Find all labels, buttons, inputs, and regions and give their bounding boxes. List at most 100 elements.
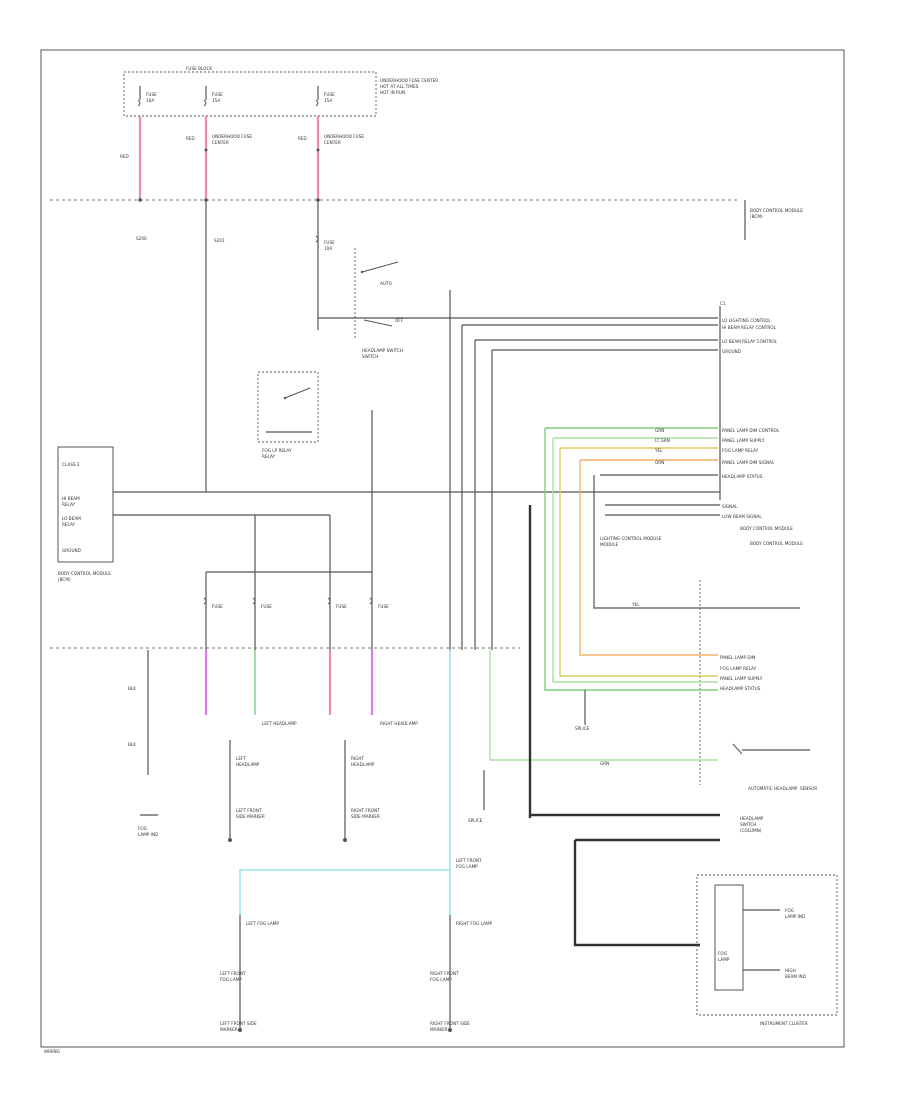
left-headlamp-label: LEFT HEADLAMP xyxy=(262,721,297,726)
svg-text:HOT IN RUN: HOT IN RUN xyxy=(380,90,405,95)
svg-text:LAMP IND: LAMP IND xyxy=(138,832,158,837)
headlamp-switch-label: HEADLAMP SWITCH xyxy=(362,348,403,353)
fuse-block-label: FUSE BLOCK xyxy=(186,66,212,71)
auto-headlamp-label: AUTOMATIC HEADLAMP xyxy=(748,786,798,791)
fuse-block-note: UNDERHOOD FUSE CENTER xyxy=(380,78,438,83)
svg-text:LEFT FRONT SIDE: LEFT FRONT SIDE xyxy=(220,1021,257,1026)
lighting-module: LIGHTING CONTROL MODULE MODULE BODY CONT… xyxy=(600,536,803,785)
svg-text:LAMP: LAMP xyxy=(718,957,730,962)
svg-text:YEL: YEL xyxy=(631,602,640,607)
svg-text:S201: S201 xyxy=(214,238,225,243)
svg-text:RIGHT FRONT SIDE: RIGHT FRONT SIDE xyxy=(430,1021,470,1026)
svg-text:SIGNAL: SIGNAL xyxy=(722,504,738,509)
svg-text:10A: 10A xyxy=(324,246,332,251)
svg-text:FUSE: FUSE xyxy=(261,604,272,609)
fog-relay-label: FOG LP RELAY xyxy=(262,448,292,453)
svg-text:RIGHT: RIGHT xyxy=(351,756,365,761)
svg-text:GROUND: GROUND xyxy=(722,349,741,354)
svg-text:(BCM): (BCM) xyxy=(750,214,763,219)
svg-text:SENSOR: SENSOR xyxy=(800,786,817,791)
svg-text:HIGH: HIGH xyxy=(785,968,796,973)
svg-text:RELAY: RELAY xyxy=(262,454,276,459)
fuse-2: FUSE 15A xyxy=(203,86,223,107)
svg-text:SPLICE: SPLICE xyxy=(468,818,483,823)
svg-text:(BCM): (BCM) xyxy=(58,577,71,582)
svg-text:SWITCH: SWITCH xyxy=(362,354,378,359)
svg-text:YEL: YEL xyxy=(654,448,663,453)
svg-text:FUSE: FUSE xyxy=(336,604,347,609)
svg-text:BODY CONTROL MODULE: BODY CONTROL MODULE xyxy=(740,526,793,531)
svg-text:LEFT FRONT: LEFT FRONT xyxy=(236,808,262,813)
svg-text:HEADLAMP: HEADLAMP xyxy=(351,762,375,767)
diagram-frame xyxy=(40,49,845,1048)
svg-text:RIGHT FRONT: RIGHT FRONT xyxy=(430,971,459,976)
svg-text:BODY CONTROL MODULE: BODY CONTROL MODULE xyxy=(750,541,803,546)
svg-text:ORN: ORN xyxy=(655,460,664,465)
fuse-3: FUSE 15A xyxy=(315,86,335,107)
svg-text:15A: 15A xyxy=(212,98,220,103)
svg-text:GROUND: GROUND xyxy=(62,548,81,553)
svg-text:BLK: BLK xyxy=(128,686,136,691)
svg-text:RELAY: RELAY xyxy=(62,502,76,507)
svg-text:LEFT: LEFT xyxy=(236,756,246,761)
svg-text:SIDE MARKER: SIDE MARKER xyxy=(351,814,380,819)
fuse-1: FUSE 10A xyxy=(137,86,157,107)
bcm-mid: CLASS 2 HI BEAM RELAY LO BEAM RELAY GROU… xyxy=(57,446,114,582)
svg-text:FOG: FOG xyxy=(718,951,727,956)
svg-text:SIDE MARKER: SIDE MARKER xyxy=(236,814,265,819)
svg-text:OFF: OFF xyxy=(395,318,404,323)
svg-text:HOT AT ALL TIMES: HOT AT ALL TIMES xyxy=(380,84,419,89)
svg-text:LO BEAM: LO BEAM xyxy=(62,516,81,521)
cluster-label: INSTRUMENT CLUSTER xyxy=(760,1021,808,1026)
svg-text:HI BEAM: HI BEAM xyxy=(62,496,80,501)
svg-text:LO LIGHTING CONTROL: LO LIGHTING CONTROL xyxy=(722,318,771,323)
headlamp-switch: AUTO OFF HEADLAMP SWITCH SWITCH xyxy=(354,248,404,359)
left-fog-label: LEFT FOG LAMP xyxy=(246,921,279,926)
bcm-mid-label: BODY CONTROL MODULE xyxy=(58,571,111,576)
svg-text:C1: C1 xyxy=(720,301,726,306)
svg-text:LEFT FRONT: LEFT FRONT xyxy=(220,971,246,976)
footer-label: WIRING xyxy=(44,1049,60,1054)
svg-text:BLK: BLK xyxy=(128,742,136,747)
svg-text:10A: 10A xyxy=(146,98,154,103)
svg-text:FOG LAMP: FOG LAMP xyxy=(430,977,452,982)
right-fog-lamp: RIGHT FOG LAMP RIGHT FRONT FOG LAMP RIGH… xyxy=(430,915,493,1032)
right-fog-label: RIGHT FOG LAMP xyxy=(456,921,493,926)
svg-text:FUSE: FUSE xyxy=(212,604,223,609)
svg-text:HI BEAM RELAY CONTROL: HI BEAM RELAY CONTROL xyxy=(722,325,777,330)
left-fog-lamp: LEFT FOG LAMP LEFT FRONT FOG LAMP LEFT F… xyxy=(220,915,279,1032)
lamp-fuses: FUSE FUSE FUSE FUSE xyxy=(203,572,389,650)
svg-text:HEADLAMP STATUS: HEADLAMP STATUS xyxy=(720,686,761,691)
svg-text:LT GRN: LT GRN xyxy=(655,438,670,443)
svg-text:FUSE: FUSE xyxy=(378,604,389,609)
svg-text:15A: 15A xyxy=(324,98,332,103)
svg-text:GRN: GRN xyxy=(600,761,609,766)
svg-text:FOG LAMP RELAY: FOG LAMP RELAY xyxy=(722,448,759,453)
svg-text:PANEL LAMP DIM CONTROL: PANEL LAMP DIM CONTROL xyxy=(722,428,780,433)
svg-text:FOG LAMP RELAY: FOG LAMP RELAY xyxy=(720,666,757,671)
svg-text:LEFT FRONT: LEFT FRONT xyxy=(456,858,482,863)
lighting-module-label: LIGHTING CONTROL MODULE xyxy=(600,536,662,541)
instrument-cluster: FOG LAMP FOG LAMP IND HIGH BEAM IND INST… xyxy=(696,874,838,1026)
svg-text:BEAM IND: BEAM IND xyxy=(785,974,806,979)
splice-label: SPLICE xyxy=(575,726,590,731)
svg-text:HEADLAMP: HEADLAMP xyxy=(236,762,260,767)
svg-text:S200: S200 xyxy=(136,236,147,241)
svg-text:RED: RED xyxy=(186,136,195,141)
svg-text:PANEL LAMP SUPPLY: PANEL LAMP SUPPLY xyxy=(720,676,763,681)
svg-text:MARKER: MARKER xyxy=(430,1027,448,1032)
svg-text:FOG: FOG xyxy=(138,826,147,831)
svg-text:PANEL LAMP SUPPLY: PANEL LAMP SUPPLY xyxy=(722,438,765,443)
svg-text:FUSE: FUSE xyxy=(212,92,223,97)
svg-text:CENTER: CENTER xyxy=(324,140,341,145)
svg-text:PANEL LAMP DIM: PANEL LAMP DIM xyxy=(720,655,756,660)
svg-text:FUSE: FUSE xyxy=(324,240,335,245)
svg-text:FOG LAMP: FOG LAMP xyxy=(456,864,478,869)
svg-text:RELAY: RELAY xyxy=(62,522,76,527)
fog-relay: FOG LP RELAY RELAY xyxy=(257,371,319,459)
svg-text:AUTO: AUTO xyxy=(380,281,392,286)
svg-text:RED: RED xyxy=(120,154,129,159)
svg-text:LOW BEAM SIGNAL: LOW BEAM SIGNAL xyxy=(722,514,762,519)
svg-text:LO BEAM RELAY CONTROL: LO BEAM RELAY CONTROL xyxy=(722,339,778,344)
